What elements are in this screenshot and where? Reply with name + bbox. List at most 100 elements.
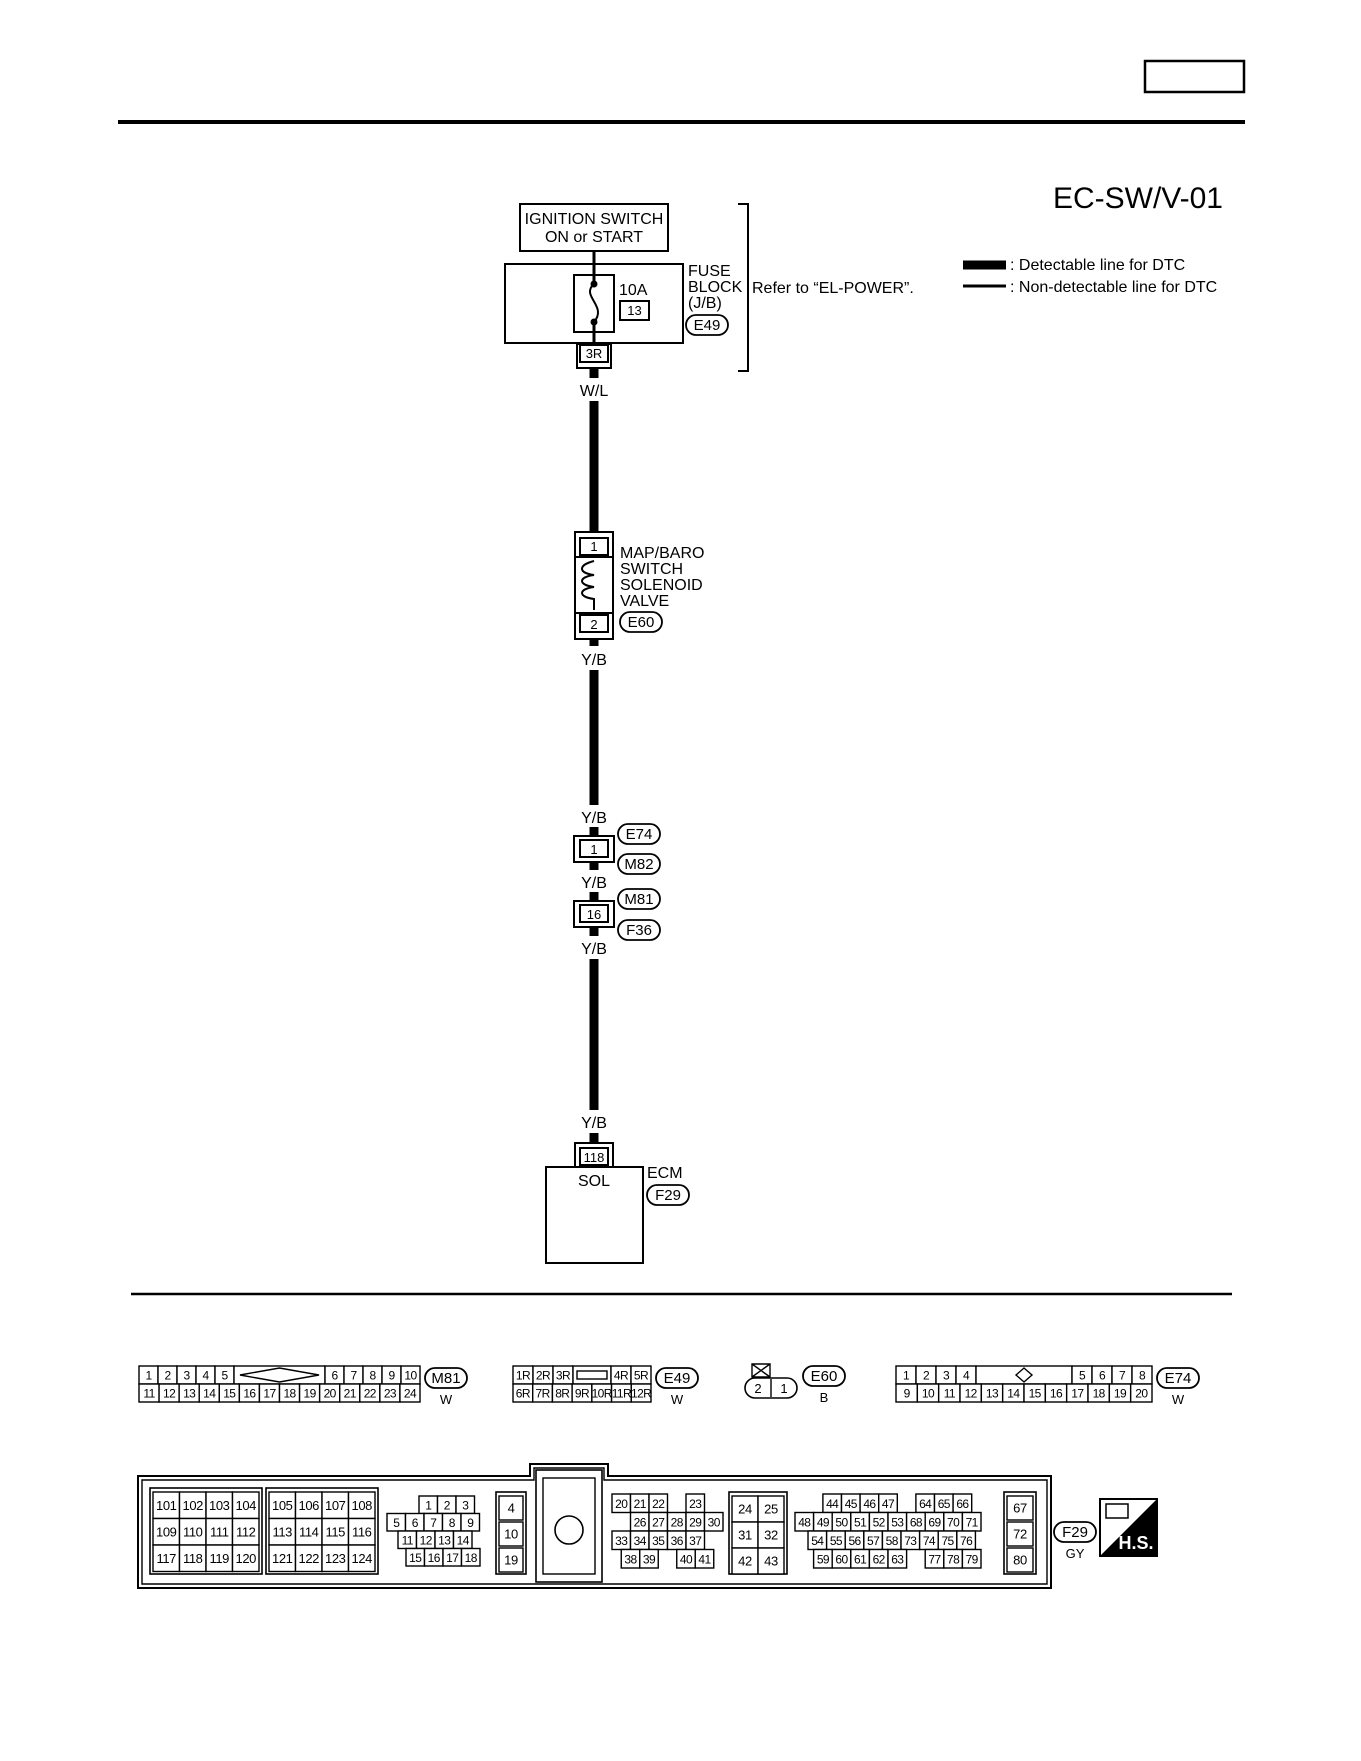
f29-pin-66: 66 [956,1497,969,1511]
f29-pin-67-cell [1006,1495,1034,1521]
solenoid-coil-icon [581,560,595,610]
e74-pin-3: 3 [943,1369,950,1383]
f29-pin-14: 14 [457,1533,470,1547]
e49-pin-1R: 1R [516,1369,531,1383]
f29-pin-122-cell [294,1544,323,1573]
m81-pin-23: 23 [384,1387,397,1401]
f29-pin-80: 80 [1013,1553,1027,1568]
ecm-terminal-inner [579,1147,609,1166]
e74-pin-17: 17 [1071,1387,1084,1401]
f29-pin-23: 23 [689,1497,702,1511]
f29-pin-41: 41 [698,1552,711,1566]
m81-pin-1: 1 [145,1369,152,1383]
e49-pin-6R: 6R [516,1387,531,1401]
m81-pin-3: 3 [183,1369,190,1383]
fuse-block-label-3: (J/B) [688,295,722,312]
f29-pin-6: 6 [412,1516,419,1530]
f29-inner-shell [141,1467,1048,1585]
f29-pin-15: 15 [409,1551,422,1565]
f29-pin-49: 49 [817,1515,830,1529]
f29-pin-78: 78 [947,1552,960,1566]
m81-pin-14: 14 [203,1387,216,1401]
hs-harness-icon [1105,1503,1129,1519]
f29-pin-10-cell [498,1521,524,1547]
terminal-3r: 3R [586,346,603,361]
f29-pin-27: 27 [652,1515,665,1529]
solenoid-connector: E60 [628,614,655,631]
fuse-number-box [619,300,650,321]
f29-pin-118: 118 [183,1551,203,1566]
m81-pin-12: 12 [163,1387,176,1401]
wire-color-w3: Y/B [581,810,607,827]
f29-pin-52: 52 [873,1515,886,1529]
solenoid-pin-bottom: 2 [590,617,597,632]
f29-pin-106: 106 [299,1498,320,1513]
ecm-pin-label: SOL [578,1173,610,1190]
ignition-switch-line2: ON or START [545,229,643,246]
f29-pin-48: 48 [798,1515,811,1529]
f29-pin-61: 61 [854,1552,867,1566]
f29-color: GY [1066,1546,1085,1561]
f29-pin-47: 47 [882,1497,895,1511]
e60-pin-1: 1 [780,1381,787,1396]
f29-pin-119: 119 [209,1551,229,1566]
e74-pin-6: 6 [1099,1369,1106,1383]
e74-id: E74 [1165,1370,1192,1387]
f29-pin-38: 38 [624,1552,637,1566]
solenoid-body [574,556,614,615]
solenoid-label-3: SOLENOID [620,577,703,594]
f29-pin-12: 12 [420,1533,433,1547]
m81-pin-9: 9 [388,1369,395,1383]
f29-pin-26: 26 [634,1515,647,1529]
legend-non-detectable-text: : Non-detectable line for DTC [1010,279,1217,296]
f29-pin-114: 114 [299,1524,319,1539]
e74-pin-8: 8 [1139,1369,1146,1383]
ignition-switch-box [519,203,669,252]
e74-pin-9: 9 [904,1387,911,1401]
m81-color: W [440,1392,453,1407]
f29-pin-79: 79 [966,1552,979,1566]
f29-pin-37: 37 [689,1534,702,1548]
ignition-switch-line1: IGNITION SWITCH [525,211,664,228]
junction2-conn-top: M81 [624,891,653,908]
f29-pin-3: 3 [462,1498,469,1512]
junction1-inner [579,839,609,858]
f29-group1-frame [149,1487,263,1575]
f29-pin-59: 59 [817,1552,830,1566]
f29-pin-4: 4 [508,1501,515,1516]
f29-pin-7: 7 [430,1516,437,1530]
m81-id: M81 [431,1370,460,1387]
f29-pin-120: 120 [236,1551,257,1566]
m81-pin-10: 10 [404,1369,417,1383]
f29-pin-70: 70 [947,1515,960,1529]
f29-pin-21: 21 [634,1497,647,1511]
f29-pin-42: 42 [738,1554,752,1569]
e74-pin-10: 10 [922,1387,935,1401]
e49-key-slot [572,1365,612,1385]
f29-pin-60: 60 [835,1552,848,1566]
f29-pin-72: 72 [1013,1527,1027,1542]
fuse-block-label-1: FUSE [688,263,731,280]
hs-symbol: H.S. [1099,1498,1158,1557]
junction2-pin: 16 [587,907,601,922]
e74-key-icon [1014,1367,1034,1383]
junction1-bottom-badge [617,853,661,875]
f29-pin-123: 123 [325,1551,346,1566]
m81-pin-11: 11 [143,1387,155,1401]
f29-pin-116-cell [347,1517,376,1546]
e49-pin-9R: 9R [575,1387,590,1401]
e74-pin-2: 2 [923,1369,930,1383]
f29-pin-41-cell [694,1548,715,1569]
f29-pin-51: 51 [854,1515,867,1529]
e74-color: W [1172,1392,1185,1407]
f29-group8-frame [1003,1491,1037,1575]
junction2-conn-bottom: F36 [626,922,652,939]
m81-pin-21: 21 [344,1387,357,1401]
f29-pin-101: 101 [156,1498,177,1513]
e49-pin-8R: 8R [555,1387,570,1401]
f29-pin-19-cell [498,1547,524,1573]
f29-pin-20: 20 [615,1497,628,1511]
e74-pin-15: 15 [1029,1387,1042,1401]
